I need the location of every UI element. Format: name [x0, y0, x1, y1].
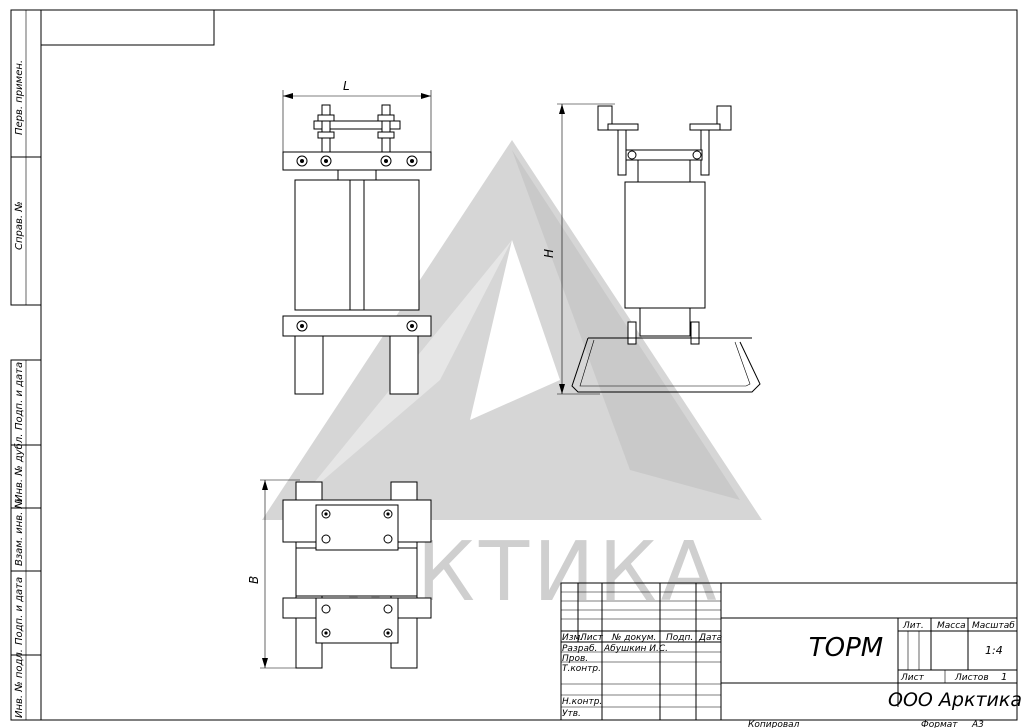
row-norm-control: Н.контр. [562, 697, 602, 707]
side-strip: Перв. примен. Справ. № Подп. и дата Инв.… [10, 9, 42, 721]
row-checked: Пров. [562, 654, 588, 664]
lit-label: Лит. [902, 621, 924, 631]
format-value: А3 [971, 720, 984, 728]
format-label: Формат [921, 720, 958, 728]
header-doc-no: № докум. [611, 633, 656, 643]
row-tech-control: Т.контр. [562, 664, 601, 674]
top-view: B [247, 479, 432, 669]
header-sign: Подп. [666, 633, 693, 643]
copied-label: Копировал [748, 720, 800, 728]
scale-label: Масштаб [972, 621, 1015, 631]
header-izm: Изм. [562, 633, 583, 643]
document-designation: ТОРМ [809, 633, 883, 663]
mass-label: Масса [937, 621, 966, 631]
header-list: Лист [579, 633, 604, 643]
scale-value: 1:4 [985, 644, 1003, 657]
side-label-4: Инв. № дубл. [13, 434, 25, 502]
side-label-5: Взам. инв. № [14, 498, 25, 566]
dimension-label-l: L [343, 79, 350, 93]
company-name: ООО Арктика [888, 689, 1022, 711]
developer-name: Абушкин И.С. [603, 644, 668, 654]
side-label-2: Справ. № [14, 201, 25, 250]
row-developed: Разраб. [562, 644, 597, 654]
sheets-label: Листов [954, 673, 989, 683]
title-block: Изм. Лист № докум. Подп. Дата Разраб. Аб… [560, 582, 1022, 728]
side-view: H [542, 103, 761, 395]
sheets-value: 1 [1001, 672, 1007, 683]
front-view: L [282, 79, 432, 395]
top-left-stamp [40, 9, 215, 46]
side-label-7: Инв. № подл. [14, 649, 25, 718]
row-approved: Утв. [562, 709, 581, 719]
dimension-label-h: H [542, 249, 556, 258]
dimension-label-b: B [247, 576, 261, 584]
sheet-label: Лист [900, 673, 925, 683]
side-label-6: Подп. и дата [14, 577, 25, 645]
header-date: Дата [698, 633, 722, 643]
side-label-1: Перв. примен. [14, 60, 25, 135]
side-label-3: Подп. и дата [14, 362, 25, 430]
